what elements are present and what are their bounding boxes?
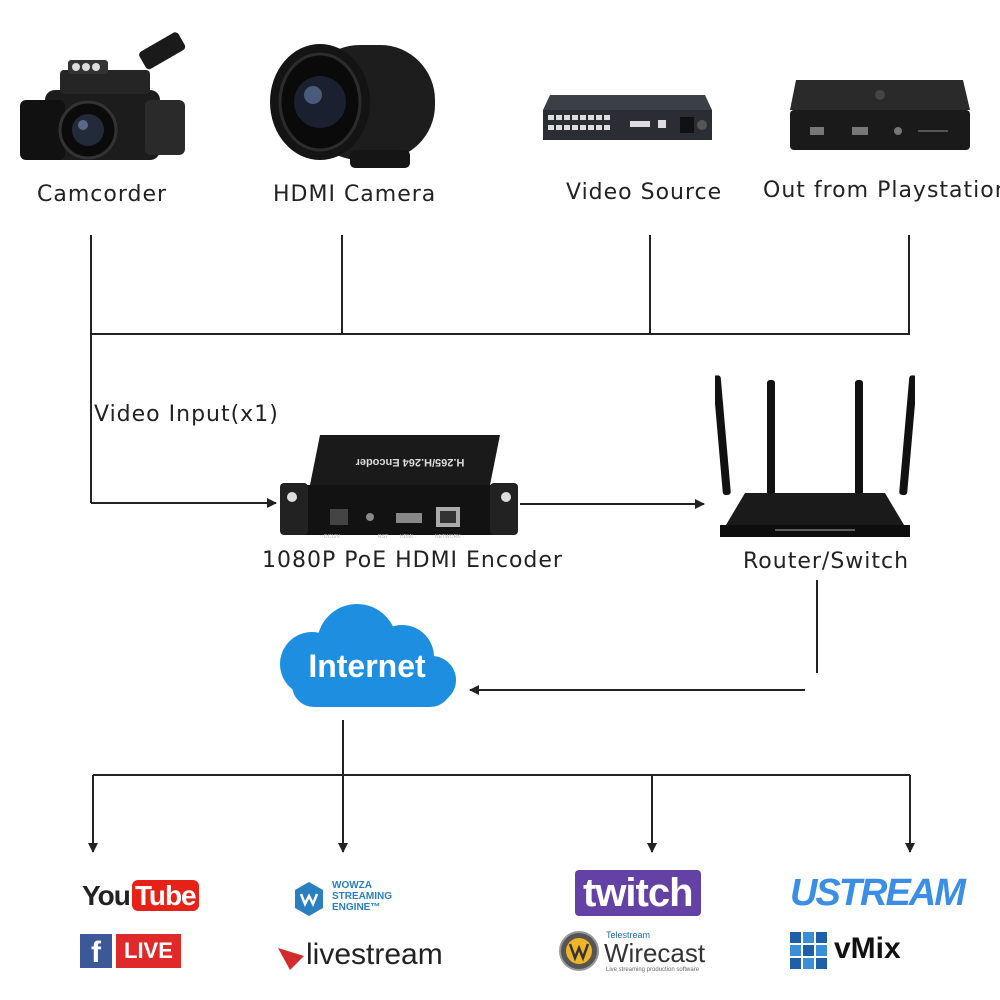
vmix-icon [790,932,827,969]
port-network: NETWORK [435,534,461,540]
port-dc12v: DC12V [324,534,341,540]
wirecast-brand: Telestream [606,930,651,940]
ustream-logo: USTREAM [790,872,966,915]
playstation-image [790,80,970,150]
livestream-text: livestream [306,938,443,971]
camcorder-image [20,32,186,160]
hdmi-camera-image [270,44,435,168]
wowza-line3: ENGINE™ [332,902,381,913]
internet-cloud: Internet [280,604,456,707]
facebook-icon: f [80,934,112,969]
ustream-text: USTREAM [790,872,966,914]
port-hdmi: HDMI [400,534,413,540]
encoder-label: 1080P PoE HDMI Encoder [262,548,563,573]
hdmi-camera-label: HDMI Camera [273,182,437,207]
youtube-you-text: You [82,880,131,911]
router-label: Router/Switch [743,549,910,574]
wowza-line2: STREAMING [332,891,392,902]
encoder-panel-title: H.265/H.264 Encoder [355,456,465,468]
video-source-image [543,95,712,140]
livestream-icon [278,948,304,970]
youtube-tube-text: Tube [131,880,199,911]
twitch-logo: twitch [575,870,701,916]
twitch-text: twitch [575,870,701,916]
vmix-text: vMix [834,932,901,965]
router-image [715,375,915,537]
video-source-label: Video Source [566,180,723,205]
wowza-icon [295,882,323,916]
wirecast-tagline: Live streaming production software [606,967,700,973]
camcorder-label: Camcorder [37,182,168,207]
wirecast-icon [559,931,599,971]
video-input-label: Video Input(x1) [94,402,279,427]
wowza-line1: WOWZA [332,880,372,891]
wirecast-name: Wirecast [604,938,706,968]
encoder-image: H.265/H.264 Encoder DC12V RST HDMI NETWO… [280,435,518,540]
live-badge: LIVE [116,934,181,968]
internet-label: Internet [308,648,426,684]
playstation-label: Out from Playstation [763,178,1000,203]
port-rst: RST [378,534,388,540]
